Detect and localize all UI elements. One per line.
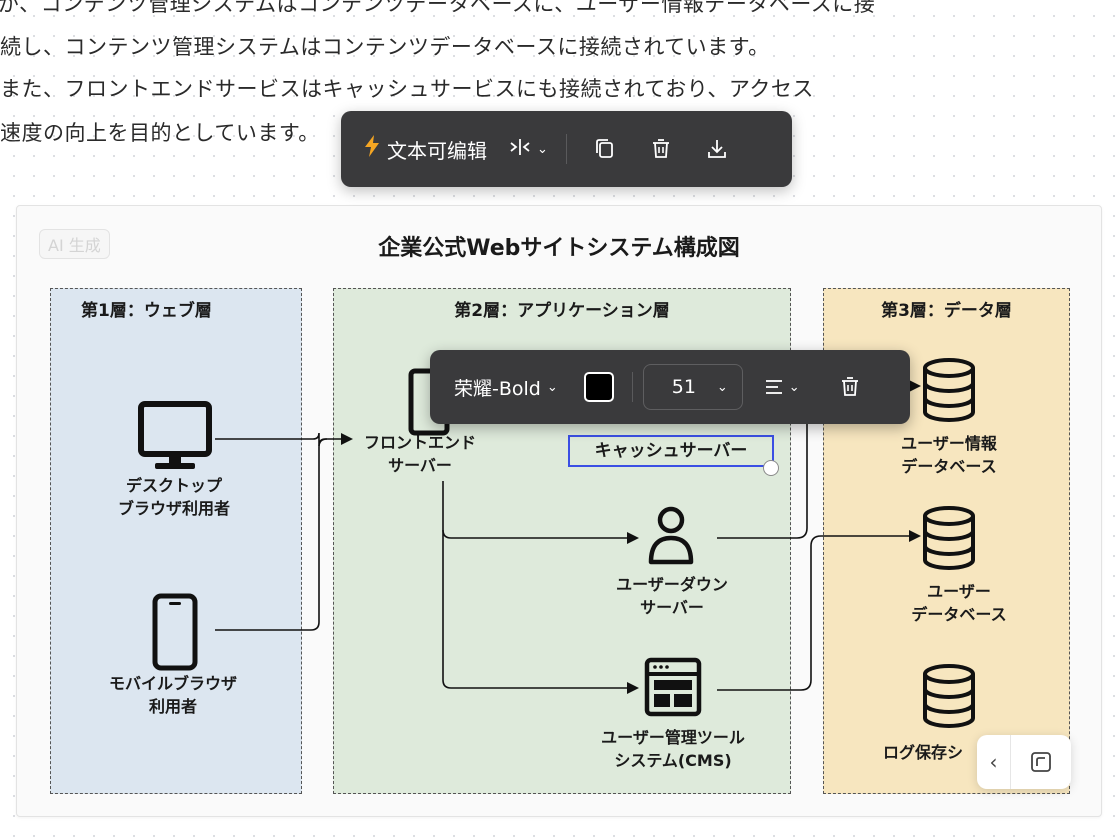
connector-frontend-cms	[442, 530, 639, 694]
connector-frontend-userdown	[442, 481, 639, 544]
paragraph-line-2: 続し、コンテンツ管理システムはコンテンツデータベースに接続されています。	[0, 35, 770, 59]
layer-data-title[interactable]: 第3層：データ層	[881, 301, 1012, 321]
frontend-server-label[interactable]: フロントエンド サーバー	[363, 433, 476, 475]
layer-web-title[interactable]: 第1層：ウェブ層	[81, 301, 212, 321]
mobile-phone-icon	[152, 593, 198, 671]
fit-view-icon	[1031, 752, 1051, 772]
diagram-title[interactable]: 企業公式Webサイトシステム構成図	[378, 236, 740, 261]
cms-label[interactable]: ユーザー管理ツール システム(CMS)	[601, 728, 745, 770]
text-align-dropdown[interactable]: ⌄	[765, 379, 800, 395]
view-controls: ‹	[977, 735, 1071, 789]
toolbar-divider	[565, 134, 567, 164]
cache-server-label-selected[interactable]: キャッシュサーバー	[568, 435, 774, 467]
align-dropdown[interactable]: ⌄	[509, 138, 548, 161]
collapse-button[interactable]: ‹	[977, 735, 1011, 789]
download-button[interactable]	[697, 129, 737, 169]
paragraph-line-1: が、コンテンツ管理システムはコンテンツデータベースに、ユーザー情報データベースに…	[0, 0, 876, 16]
connector-cms-userdb	[717, 530, 921, 691]
align-lines-icon	[765, 380, 782, 394]
connector-desktop-frontend	[215, 432, 353, 447]
layer-application-title[interactable]: 第2層：アプリケーション層	[454, 301, 670, 321]
copy-button[interactable]	[585, 129, 625, 169]
diagram-image-card[interactable]: AI 生成 企業公式Webサイトシステム構成図 第1層：ウェブ層 第2層：アプリ…	[16, 205, 1102, 817]
database-icon-userinfo	[923, 358, 975, 422]
toolbar-divider	[631, 372, 633, 402]
resize-handle[interactable]	[763, 460, 779, 476]
database-icon-user	[923, 506, 975, 570]
edit-text-button[interactable]: 文本可编辑	[365, 135, 487, 164]
user-info-db-label[interactable]: ユーザー情報 データベース	[901, 434, 997, 476]
image-toolbar: 文本可编辑 ⌄	[341, 111, 792, 187]
diagram-graphics	[138, 358, 975, 728]
connector-mobile-frontend	[215, 438, 328, 631]
user-person-icon	[648, 506, 694, 565]
delete-button[interactable]	[641, 129, 681, 169]
chevron-down-icon: ⌄	[716, 379, 728, 395]
log-storage-label[interactable]: ログ保存シ	[883, 743, 964, 762]
chevron-down-icon: ⌄	[537, 141, 548, 157]
browser-window-icon	[644, 657, 702, 717]
delete-text-button[interactable]	[830, 367, 870, 407]
user-down-server-label[interactable]: ユーザーダウン サーバー	[616, 575, 728, 617]
text-format-toolbar: 荣耀-Bold ⌄ 51 ⌄ ⌄	[430, 350, 910, 424]
paragraph-line-3: また、フロントエンドサービスはキャッシュサービスにも接続されており、アクセス	[0, 77, 814, 101]
desktop-user-label[interactable]: デスクトップ ブラウザ利用者	[117, 476, 230, 518]
chevron-left-icon: ‹	[989, 750, 998, 774]
text-color-swatch[interactable]	[583, 372, 614, 402]
connectors	[215, 380, 921, 694]
chevron-down-icon: ⌄	[788, 379, 800, 395]
copy-icon	[596, 139, 613, 158]
ai-generated-badge: AI 生成	[39, 229, 110, 259]
lightning-icon	[365, 135, 379, 163]
fit-view-button[interactable]	[1011, 735, 1071, 789]
trash-icon	[652, 139, 669, 158]
database-icon-log	[923, 664, 975, 728]
mobile-user-label[interactable]: モバイルブラウザ 利用者	[108, 674, 237, 716]
desktop-monitor-icon	[138, 401, 212, 469]
paragraph-line-4: 速度の向上を目的としています。	[0, 121, 320, 145]
user-db-label[interactable]: ユーザー データベース	[911, 582, 1007, 624]
layer-web: 第1層：ウェブ層	[50, 288, 302, 794]
trash-icon	[841, 377, 858, 396]
font-size-dropdown[interactable]: 51 ⌄	[642, 364, 743, 410]
download-icon	[708, 140, 726, 158]
font-family-dropdown[interactable]: 荣耀-Bold ⌄	[454, 377, 558, 400]
distribute-icon	[509, 138, 531, 161]
chevron-down-icon: ⌄	[546, 379, 558, 395]
